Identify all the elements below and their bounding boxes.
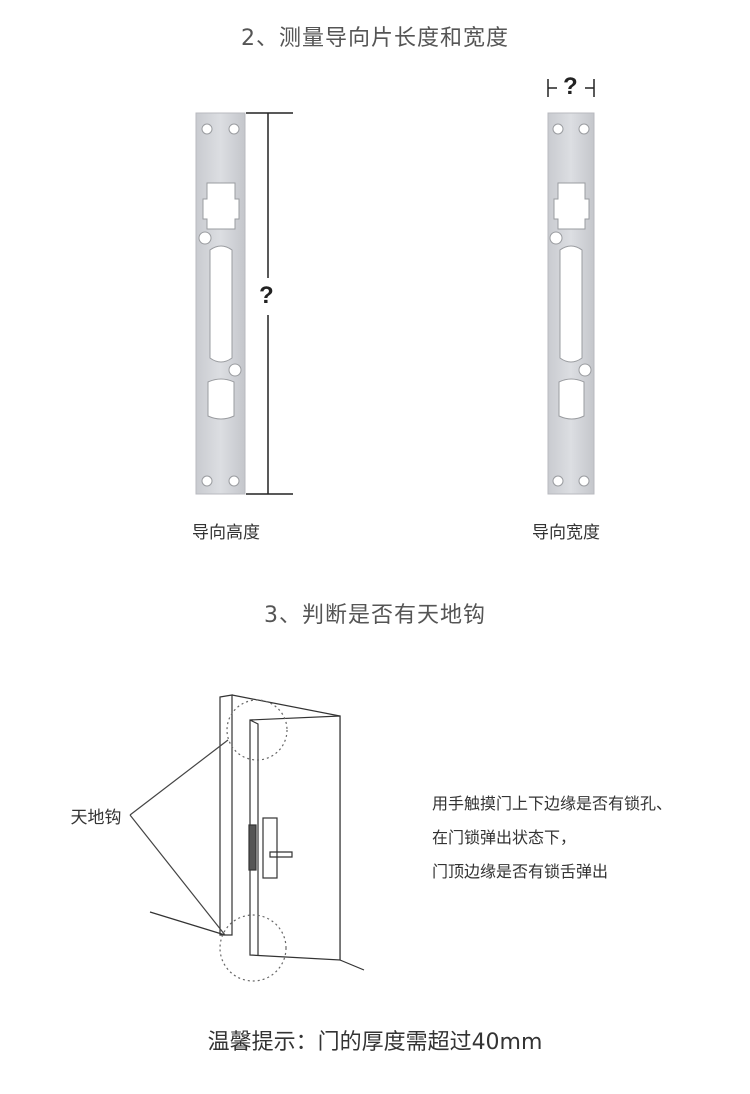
instruction-line: 在门锁弹出状态下， <box>432 828 577 847</box>
guide-plate-left <box>195 112 246 495</box>
guide-plate-right <box>547 112 595 495</box>
instruction-line: 用手触摸门上下边缘是否有锁孔、 <box>432 794 673 813</box>
floor-ceiling-hook-label: 天地钩 <box>70 808 122 828</box>
door-illustration <box>129 694 365 982</box>
height-question-mark: ? <box>259 282 274 309</box>
width-question-mark: ? <box>563 73 578 100</box>
height-dimension-line <box>246 112 293 495</box>
instruction-line: 门顶边缘是否有锁舌弹出 <box>432 862 609 881</box>
guide-height-label: 导向高度 <box>192 523 260 543</box>
width-dimension-line <box>547 79 595 97</box>
guide-width-label: 导向宽度 <box>532 523 600 543</box>
tip-text: 温馨提示：门的厚度需超过40mm <box>207 1030 543 1055</box>
section-3-title: 3、判断是否有天地钩 <box>264 603 486 628</box>
section-2-title: 2、测量导向片长度和宽度 <box>241 26 509 51</box>
instruction-text: 用手触摸门上下边缘是否有锁孔、 在门锁弹出状态下， 门顶边缘是否有锁舌弹出 <box>432 787 742 889</box>
